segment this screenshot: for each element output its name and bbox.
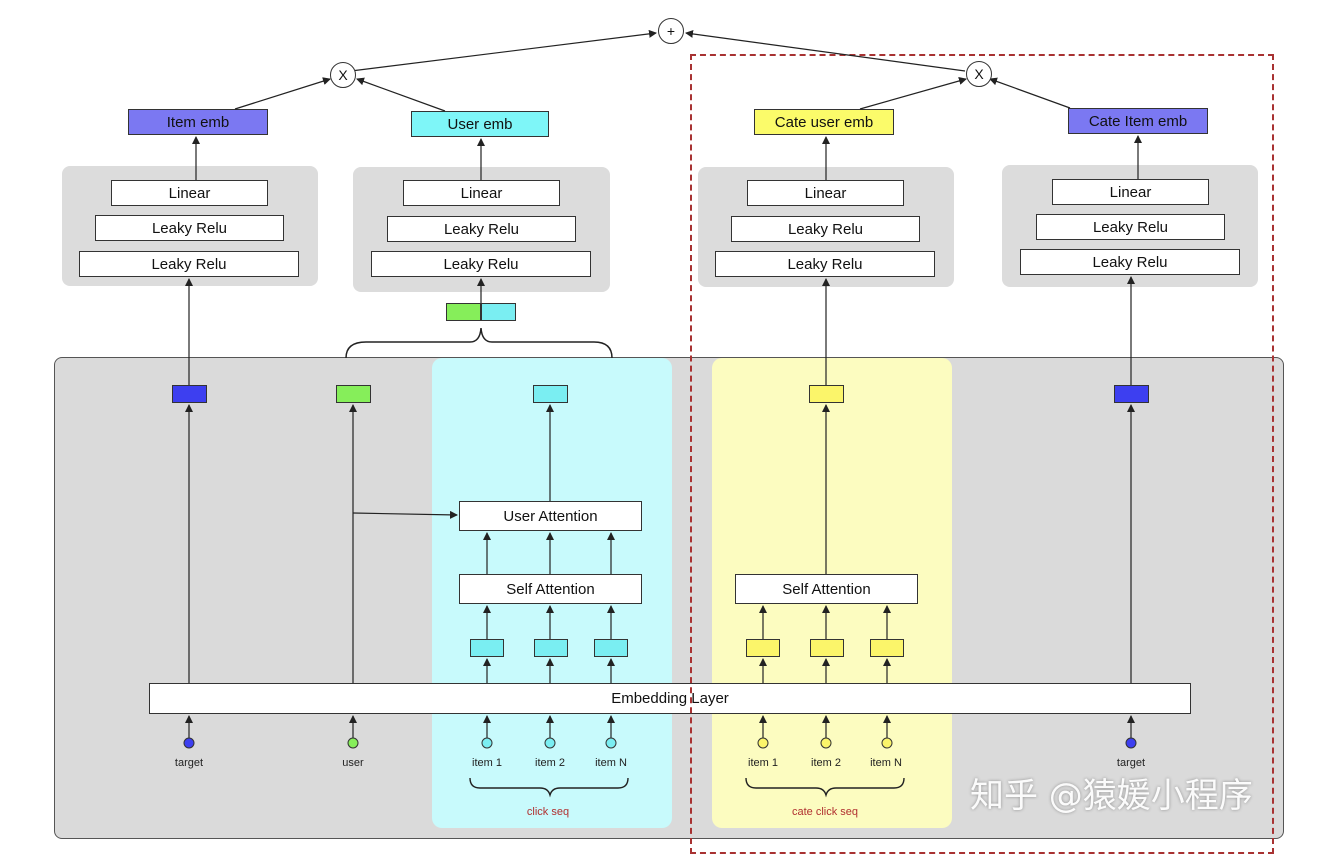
click-seq-output-vector <box>533 385 568 403</box>
target-embedding-vector <box>172 385 207 403</box>
cate-target-embedding-vector <box>1114 385 1149 403</box>
user-label: user <box>342 757 364 769</box>
item1-left-label: item 1 <box>472 757 502 769</box>
user-emb-box: User emb <box>411 111 549 137</box>
item-leaky-relu-2: Leaky Relu <box>79 251 299 277</box>
click-seq-label: click seq <box>526 806 570 818</box>
cate-item-emb-box: Cate Item emb <box>1068 108 1208 134</box>
click-item1-vector <box>470 639 504 657</box>
cate-item2-vector <box>810 639 844 657</box>
item-emb-box: Item emb <box>128 109 268 135</box>
item-leaky-relu-1: Leaky Relu <box>95 215 284 241</box>
item-linear-layer: Linear <box>111 180 268 206</box>
cate-item-leaky-relu-2: Leaky Relu <box>1020 249 1240 275</box>
click-itemN-vector <box>594 639 628 657</box>
dot-product-right-operator: X <box>966 61 992 87</box>
user-embedding-vector <box>336 385 371 403</box>
cate-user-leaky-relu-1: Leaky Relu <box>731 216 920 242</box>
user-leaky-relu-1: Leaky Relu <box>387 216 576 242</box>
cate-itemN-vector <box>870 639 904 657</box>
target-right-label: target <box>1116 757 1146 769</box>
sum-operator: + <box>658 18 684 44</box>
target-left-label: target <box>174 757 204 769</box>
user-leaky-relu-2: Leaky Relu <box>371 251 591 277</box>
cate-item1-vector <box>746 639 780 657</box>
cate-seq-output-vector <box>809 385 844 403</box>
self-attention-left-block: Self Attention <box>459 574 642 604</box>
cate-click-seq-label: cate click seq <box>791 806 859 818</box>
item2-left-label: item 2 <box>535 757 565 769</box>
dot-product-left-operator: X <box>330 62 356 88</box>
watermark: 知乎 @猿媛小程序 <box>970 776 1253 816</box>
itemN-left-label: item N <box>595 757 627 769</box>
user-attention-block: User Attention <box>459 501 642 531</box>
item2-right-label: item 2 <box>811 757 841 769</box>
self-attention-right-block: Self Attention <box>735 574 918 604</box>
item1-right-label: item 1 <box>748 757 778 769</box>
itemN-right-label: item N <box>870 757 902 769</box>
concat-green-vector <box>446 303 481 321</box>
cate-item-linear-layer: Linear <box>1052 179 1209 205</box>
concat-cyan-vector <box>481 303 516 321</box>
click-item2-vector <box>534 639 568 657</box>
cate-user-linear-layer: Linear <box>747 180 904 206</box>
cate-user-leaky-relu-2: Leaky Relu <box>715 251 935 277</box>
embedding-layer: Embedding Layer <box>149 683 1191 714</box>
cate-item-leaky-relu-1: Leaky Relu <box>1036 214 1225 240</box>
cate-user-emb-box: Cate user emb <box>754 109 894 135</box>
user-linear-layer: Linear <box>403 180 560 206</box>
